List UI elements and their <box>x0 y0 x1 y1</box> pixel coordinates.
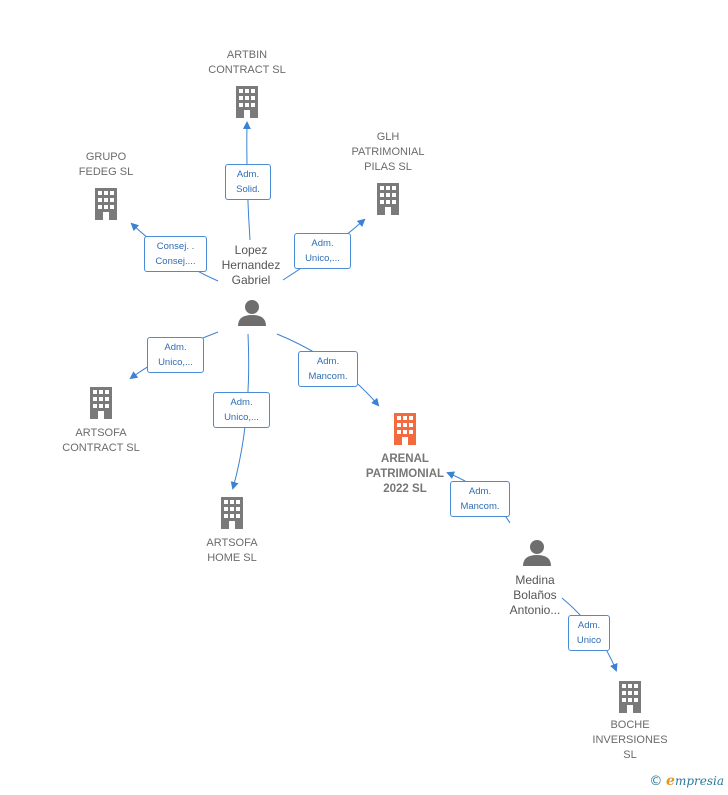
company-label-artsofa-home[interactable]: ARTSOFA HOME SL <box>206 537 258 564</box>
company-label-grupo[interactable]: GRUPO FEDEG SL <box>78 151 134 178</box>
edge-label-adm-unico-home: Adm. Unico,... <box>213 392 270 428</box>
company-label-glh[interactable]: GLH PATRIMONIAL PILAS SL <box>351 131 425 173</box>
building-icon <box>221 497 243 529</box>
company-label-boche[interactable]: BOCHE INVERSIONES SL <box>592 719 668 761</box>
company-label-artsofa-contract[interactable]: ARTSOFA CONTRACT SL <box>62 427 140 454</box>
person-icon <box>523 540 551 566</box>
building-icon <box>377 183 399 215</box>
edge-label-adm-unico-boche: Adm. Unico <box>568 615 610 651</box>
building-icon <box>619 681 641 713</box>
brand-footer: © empresia <box>649 773 724 789</box>
company-label-arenal[interactable]: ARENAL PATRIMONIAL 2022 SL <box>365 453 445 495</box>
building-icon <box>95 188 117 220</box>
edge-label-adm-unico-glh: Adm. Unico,... <box>294 233 351 269</box>
building-icon <box>394 413 416 445</box>
brand-name: mpresia <box>674 774 724 788</box>
edge-label-adm-unico-contract: Adm. Unico,... <box>147 337 204 373</box>
edge-label-adm-mancom-medina: Adm. Mancom. <box>450 481 510 517</box>
copyright-icon: © <box>649 774 663 789</box>
person-icon <box>238 300 266 326</box>
brand-initial: e <box>666 773 675 789</box>
company-label-artbin[interactable]: ARTBIN CONTRACT SL <box>208 49 286 76</box>
building-icon <box>236 86 258 118</box>
person-label-lopez[interactable]: Lopez Hernandez Gabriel <box>221 243 281 287</box>
person-label-medina[interactable]: Medina Bolaños Antonio... <box>509 573 561 617</box>
edge-label-adm-mancom-lopez: Adm. Mancom. <box>298 351 358 387</box>
edge-label-consej: Consej. . Consej.... <box>144 236 207 272</box>
building-icon <box>90 387 112 419</box>
edge-label-adm-solid: Adm. Solid. <box>225 164 271 200</box>
